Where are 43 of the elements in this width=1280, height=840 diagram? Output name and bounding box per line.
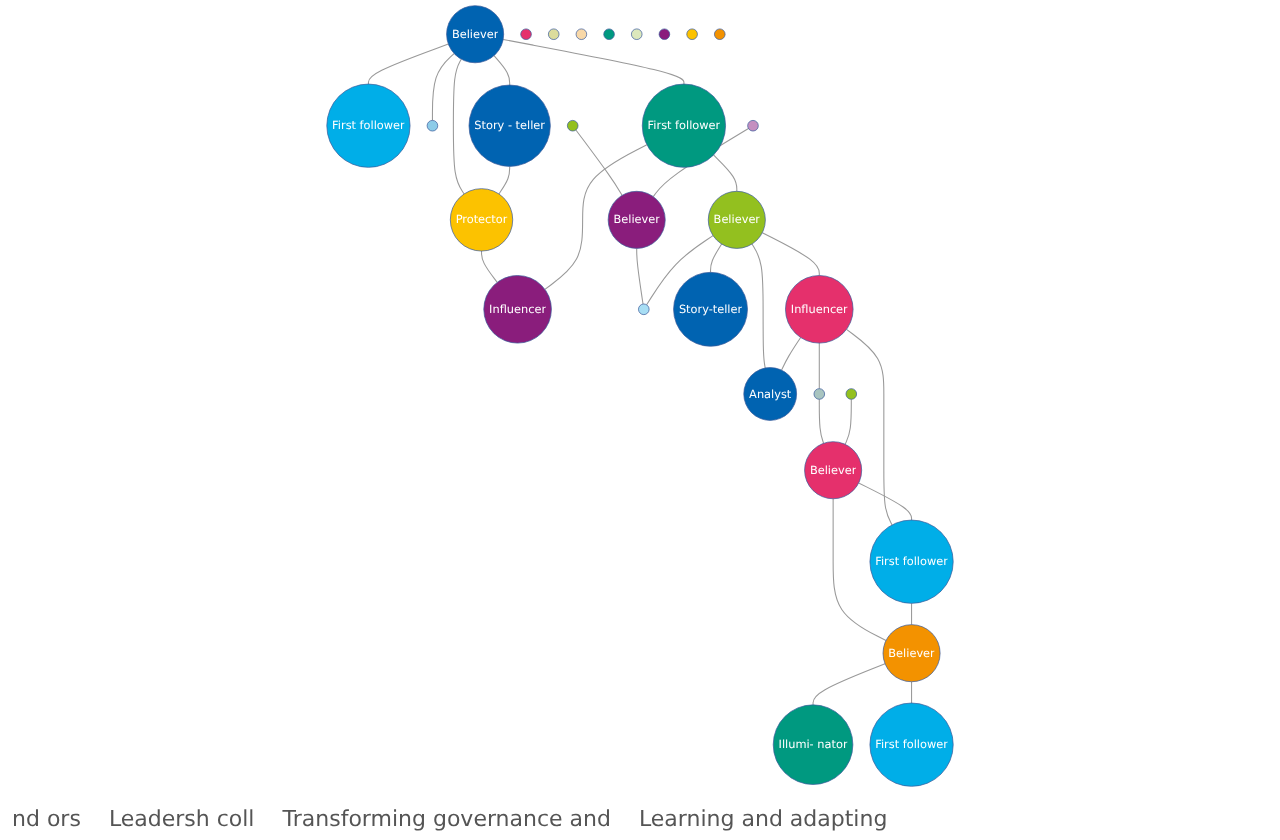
area-label: Transforming governance and (282, 806, 611, 832)
connector (481, 250, 498, 283)
connector (452, 58, 465, 195)
node-circle (658, 28, 671, 40)
connector (812, 663, 886, 706)
node-circle (426, 120, 439, 132)
connector (493, 55, 511, 86)
connector (646, 235, 714, 306)
connector (575, 129, 623, 196)
connector (367, 43, 449, 85)
connector (858, 482, 913, 521)
node-circle (520, 28, 532, 40)
connector (751, 243, 766, 369)
node-circle (686, 28, 698, 40)
node-circle (603, 28, 615, 40)
node-circle (567, 120, 579, 132)
node-circle (845, 388, 857, 400)
connector (761, 232, 820, 277)
node-circle (813, 388, 825, 400)
node-circle (747, 120, 759, 132)
node-circle (575, 28, 588, 40)
connector (832, 498, 887, 641)
node-circle (548, 28, 560, 40)
connector (544, 144, 648, 290)
connector (911, 602, 913, 626)
area-label: Leadersh coll (108, 806, 255, 832)
area-label: nd ors (12, 806, 81, 832)
connector (636, 247, 644, 305)
connector (845, 328, 893, 526)
area-label: Learning and adapting (638, 806, 888, 832)
connector (844, 398, 852, 445)
connector (713, 154, 738, 192)
connector (818, 342, 820, 390)
connector (818, 398, 825, 444)
connector (502, 38, 685, 85)
connector (498, 165, 511, 195)
connector (781, 337, 802, 371)
connector (710, 243, 723, 273)
connector (911, 681, 913, 704)
node-circle (631, 28, 643, 40)
node-circle (714, 28, 726, 40)
node-circle (638, 303, 650, 315)
connector (431, 53, 455, 121)
